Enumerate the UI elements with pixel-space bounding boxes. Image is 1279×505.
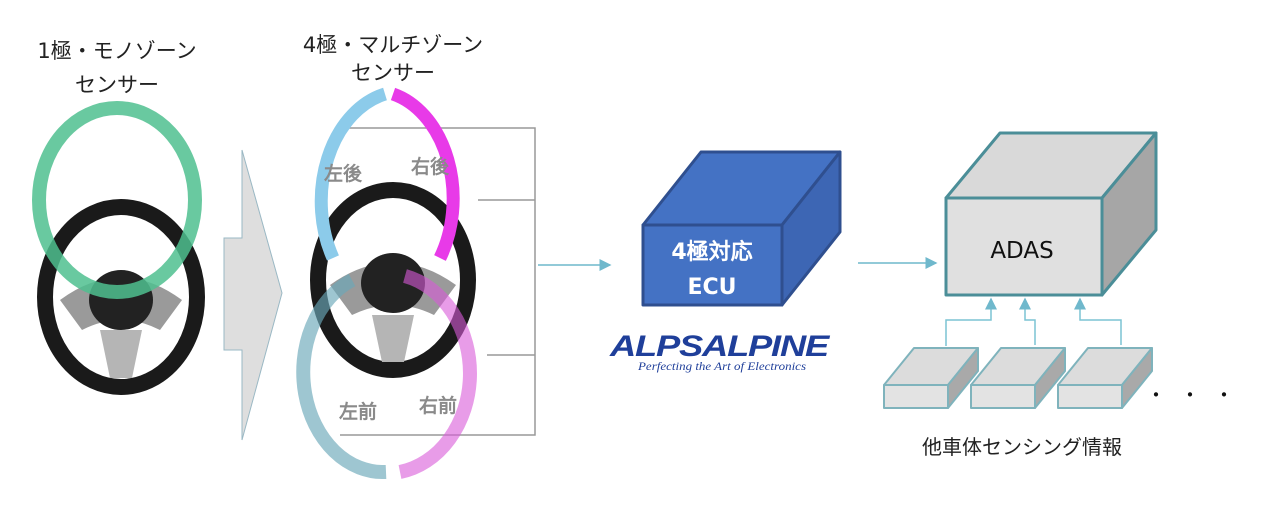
zone-label-front-left: 左前 xyxy=(339,400,377,423)
multi-title-line2: センサー xyxy=(351,61,435,85)
zone-ring-front-left xyxy=(296,273,387,480)
more-ellipsis: ・・・ xyxy=(1146,383,1248,407)
steering-wheel-left xyxy=(37,199,205,395)
ecu-label-line2: ECU xyxy=(687,275,736,300)
logo-wordmark: ALPSALPINE xyxy=(609,330,831,363)
logo-tagline: Perfecting the Art of Electronics xyxy=(637,359,806,373)
other-sensing-caption: 他車体センシング情報 xyxy=(922,435,1122,459)
mono-sensor-ring xyxy=(32,101,202,299)
transition-arrow xyxy=(223,149,283,441)
ecu-box xyxy=(641,150,842,307)
zone-label-rear-right: 右後 xyxy=(410,155,450,178)
multi-title-line1: 4極・マルチゾーン xyxy=(303,33,483,57)
mono-title-line2: センサー xyxy=(75,73,159,97)
sensing-connectors xyxy=(945,297,1122,346)
steering-wheel-right xyxy=(310,182,476,378)
ecu-label-line1: 4極対応 xyxy=(671,239,752,265)
alpsalpine-logo: ALPSALPINE Perfecting the Art of Electro… xyxy=(609,330,832,373)
zone-ring-rear-right xyxy=(390,87,460,261)
zone-ring-front-right xyxy=(398,269,477,479)
adas-box xyxy=(944,131,1158,297)
sensing-unit-2 xyxy=(970,347,1066,409)
sensing-unit-1 xyxy=(883,347,979,409)
zone-ring-rear-left xyxy=(314,87,388,261)
adas-label: ADAS xyxy=(990,238,1053,264)
zone-label-rear-left: 左後 xyxy=(324,162,363,185)
sensing-unit-3 xyxy=(1057,347,1153,409)
zone-label-front-right: 右前 xyxy=(418,394,457,417)
mono-title-line1: 1極・モノゾーン xyxy=(37,39,196,63)
